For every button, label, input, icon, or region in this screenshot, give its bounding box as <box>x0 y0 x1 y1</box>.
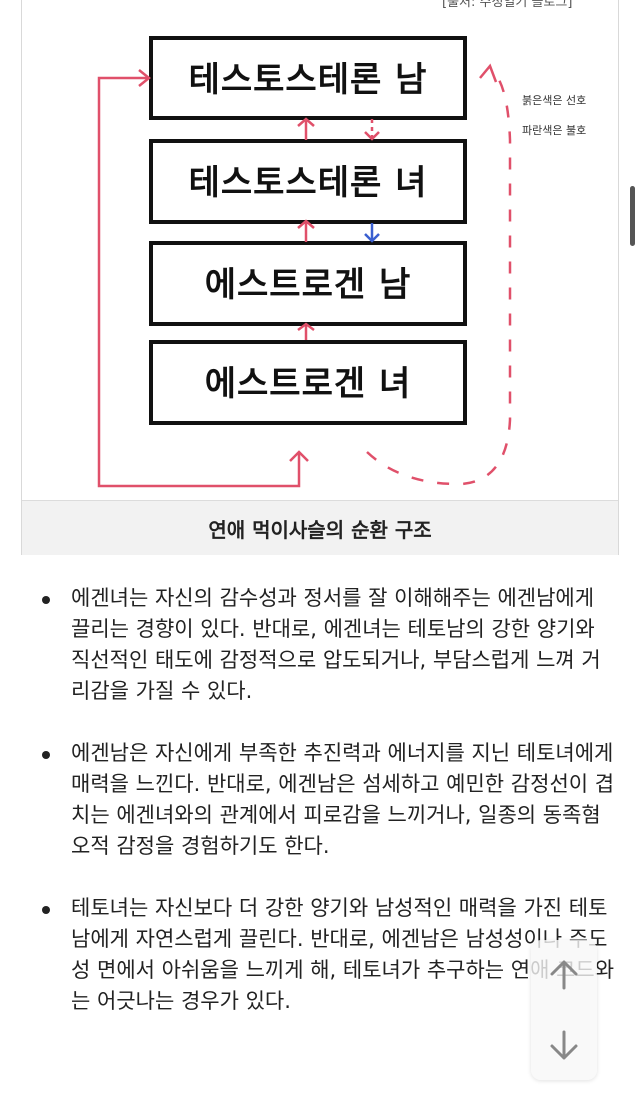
bullet-dot <box>42 596 50 604</box>
preference-arrows <box>97 63 512 488</box>
legend-preference: 붉은색은 선호 <box>522 94 586 107</box>
bullet-item: 에겐녀는 자신의 감수성과 정서를 잘 이해해주는 에겐남에게 끌리는 경향이 … <box>0 583 640 707</box>
legend-dislike: 파란색은 불호 <box>522 124 586 137</box>
box-testosterone-male <box>149 36 467 120</box>
box-estrogen-male <box>149 241 467 326</box>
bullet-text: 에겐남은 자신에게 부족한 추진력과 에너지를 지닌 테토녀에게 매력을 느낀다… <box>71 741 615 858</box>
box-label-testosterone-female: 테스토스테론 녀 <box>189 163 428 203</box>
bullet-item: 에겐남은 자신에게 부족한 추진력과 에너지를 지닌 테토녀에게 매력을 느낀다… <box>0 738 640 862</box>
dislike-arrow <box>364 223 380 243</box>
box-label-testosterone-male: 테스토스테론 남 <box>189 60 428 100</box>
bullet-dot <box>42 751 50 759</box>
scrollbar[interactable] <box>630 186 635 246</box>
bullet-list: 에겐녀는 자신의 감수성과 정서를 잘 이해해주는 에겐남에게 끌리는 경향이 … <box>0 583 640 1017</box>
bullet-text: 테토녀는 자신보다 더 강한 양기와 남성적인 매력을 가진 테토남에게 자연스… <box>71 896 615 1013</box>
box-label-estrogen-male: 에스트로겐 남 <box>205 265 412 305</box>
arrow-down-icon[interactable] <box>544 1026 584 1066</box>
diagram-figure: [출처: 주정일기 블로그] 테스토스테론 남 테스토스테론 녀 에스트로겐 남… <box>21 0 619 555</box>
cycle-diagram: 테스토스테론 남 테스토스테론 녀 에스트로겐 남 에스트로겐 녀 붉은색은 선… <box>97 36 586 488</box>
bullet-dot <box>42 906 50 914</box>
bullet-item: 테토녀는 자신보다 더 강한 양기와 남성적인 매력을 가진 테토남에게 자연스… <box>0 893 640 1017</box>
box-label-estrogen-female: 에스트로겐 녀 <box>205 364 412 404</box>
source-note: [출처: 주정일기 블로그] <box>442 0 573 10</box>
box-testosterone-female <box>149 139 467 224</box>
box-estrogen-female <box>149 340 467 425</box>
scroll-nav <box>531 940 597 1080</box>
arrow-up-icon[interactable] <box>544 954 584 994</box>
bullet-text: 에겐녀는 자신의 감수성과 정서를 잘 이해해주는 에겐남에게 끌리는 경향이 … <box>71 586 601 703</box>
figure-caption: 연애 먹이사슬의 순환 구조 <box>22 500 618 555</box>
